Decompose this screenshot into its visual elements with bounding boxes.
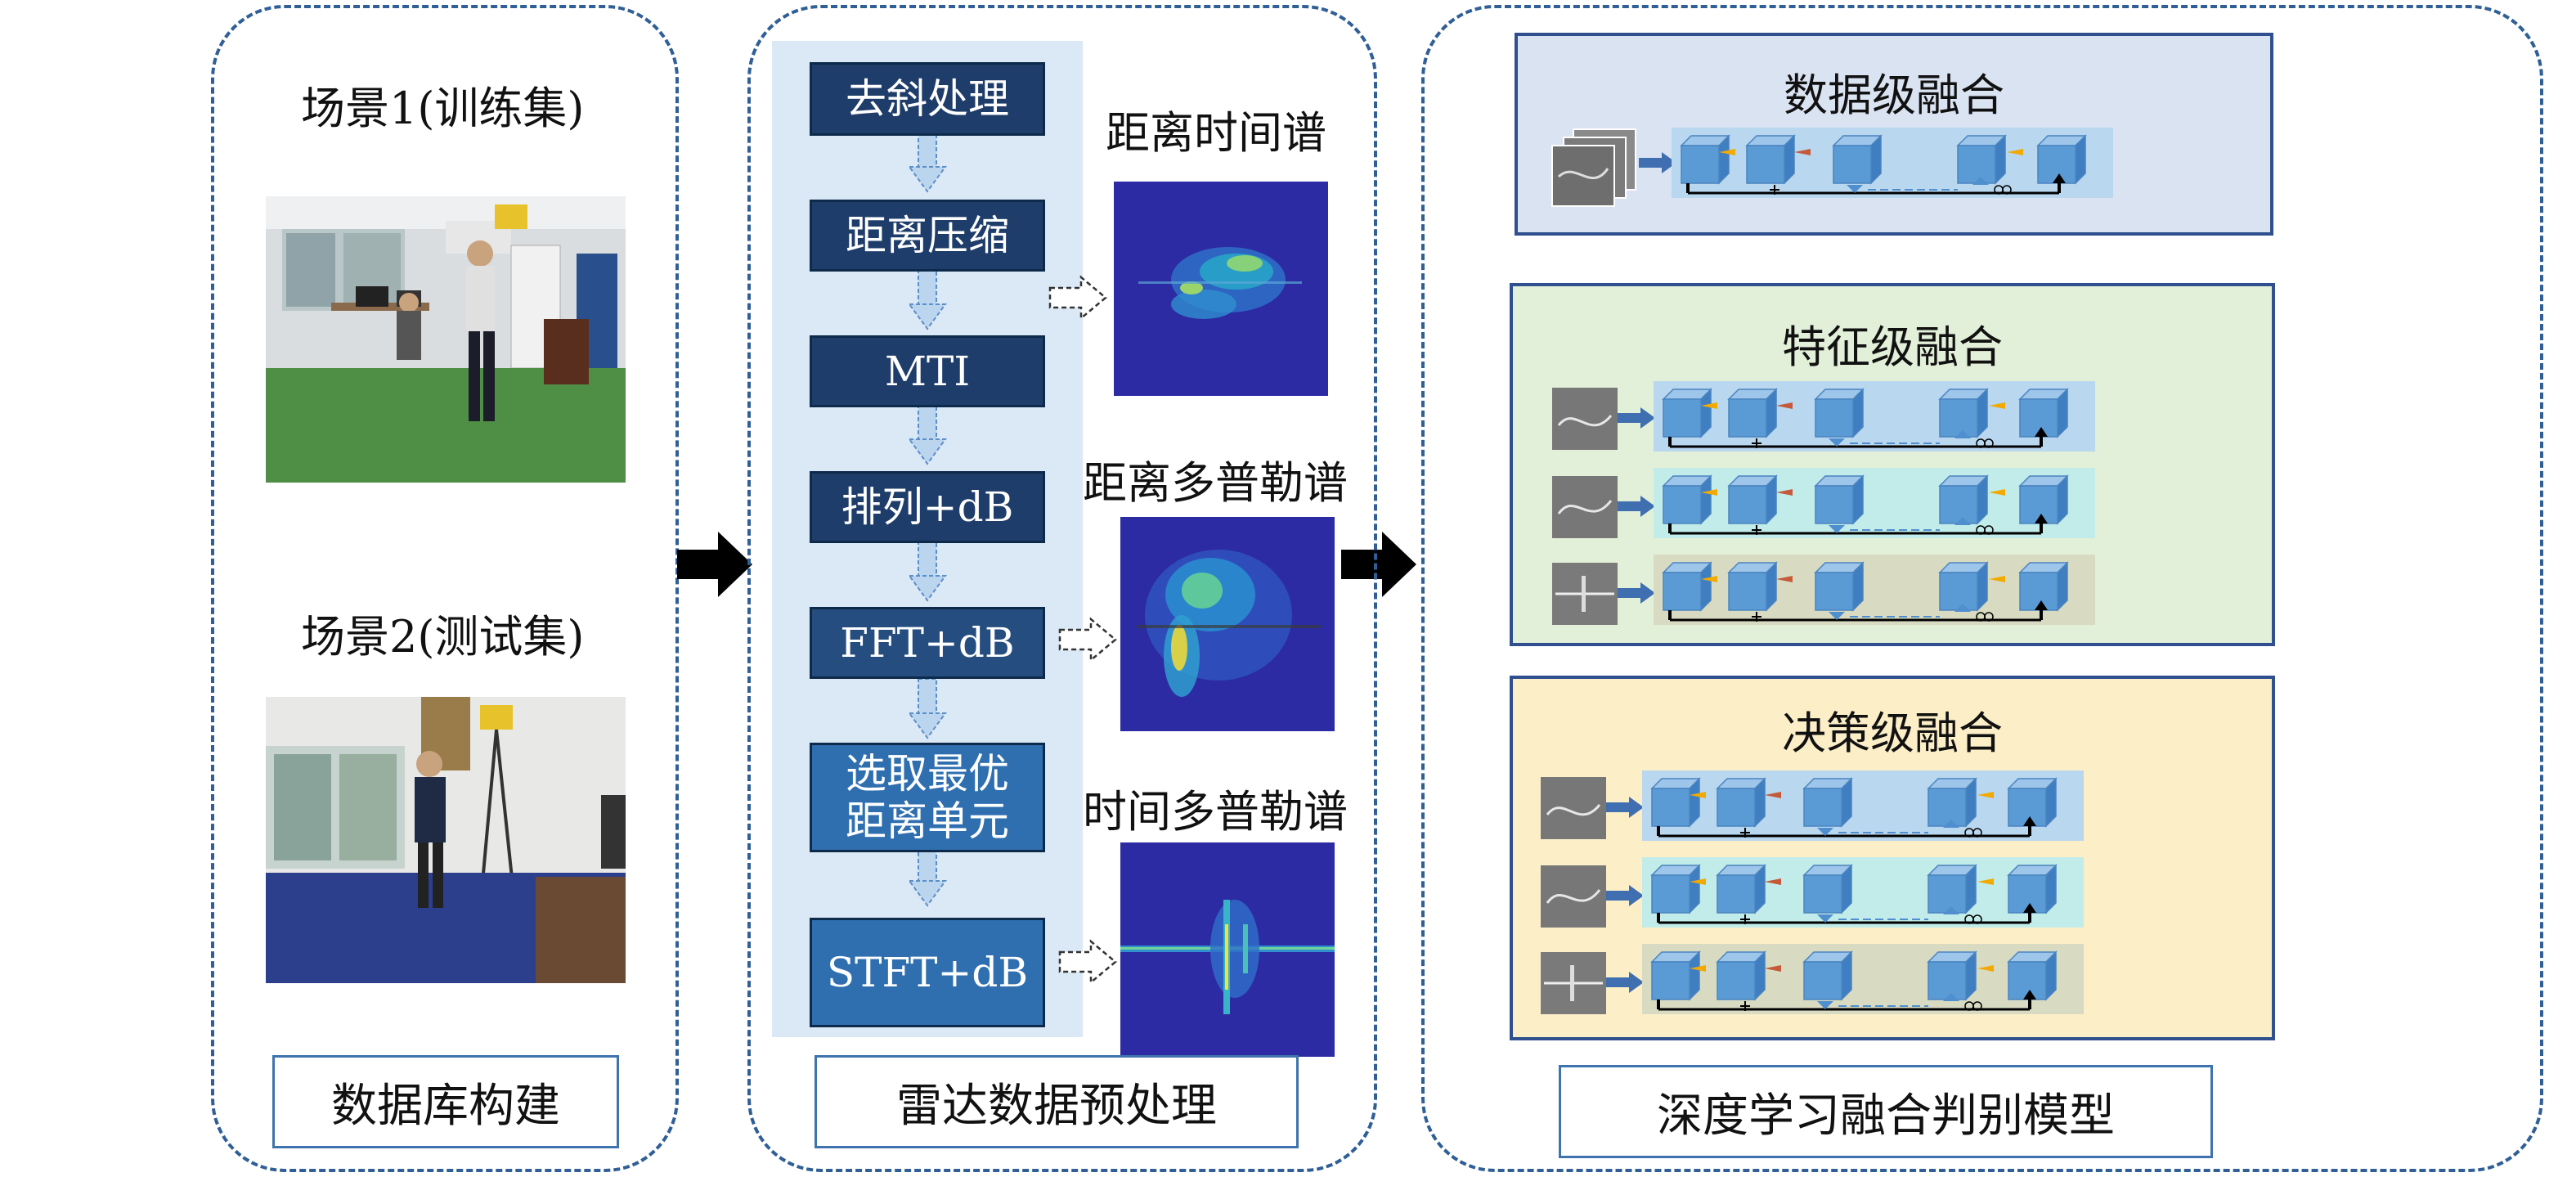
data-level-fusion-title: 数据级融合 xyxy=(1784,70,2004,121)
input-thumbnail xyxy=(1541,952,1606,1014)
flow-down-arrow-icon xyxy=(909,846,946,906)
flow-down-arrow-icon xyxy=(909,132,946,192)
block-right-arrow-icon xyxy=(1618,407,1655,429)
feature-level-fusion: 特征级融合 xyxy=(1510,283,2275,646)
flow-down-arrow-icon xyxy=(909,678,946,739)
range-doppler-spectrum-title: 距离多普勒谱 xyxy=(1083,457,1348,509)
time-doppler-spectrum-image xyxy=(1120,842,1335,1057)
block-right-arrow-icon xyxy=(1606,797,1644,818)
network-row xyxy=(1642,944,2084,1018)
dashed-right-arrow-icon xyxy=(1058,617,1117,663)
step-select-range-bin: 选取最优 距离单元 xyxy=(810,743,1045,852)
block-right-arrow-icon xyxy=(1618,496,1655,517)
step-range-compression: 距离压缩 xyxy=(810,200,1045,272)
decision-level-fusion-title: 决策级融合 xyxy=(1782,708,2003,759)
fusion-panel xyxy=(1421,5,2543,1172)
scene1-photo xyxy=(266,196,626,483)
input-thumbnail xyxy=(1552,563,1618,625)
range-time-spectrum-title: 距离时间谱 xyxy=(1106,107,1326,159)
time-doppler-spectrum-title: 时间多普勒谱 xyxy=(1083,786,1348,838)
decision-level-fusion: 决策级融合 xyxy=(1510,676,2275,1040)
scene2-label: 场景2(测试集) xyxy=(301,611,585,663)
data-level-fusion: 数据级融合 xyxy=(1515,33,2273,236)
flow-down-arrow-icon xyxy=(909,269,946,330)
scene1-label: 场景1(训练集) xyxy=(301,83,585,134)
block-right-arrow-icon xyxy=(1341,532,1416,597)
flow-down-arrow-icon xyxy=(909,404,946,465)
input-thumbnail xyxy=(1552,388,1618,450)
block-right-arrow-icon xyxy=(1639,152,1676,173)
block-right-arrow-icon xyxy=(677,532,752,597)
block-right-arrow-icon xyxy=(1606,972,1644,993)
block-right-arrow-icon xyxy=(1606,885,1644,906)
input-thumbnail xyxy=(1541,865,1606,928)
preprocessing-caption: 雷达数据预处理 xyxy=(815,1055,1299,1148)
range-time-spectrum-image xyxy=(1114,182,1328,396)
input-thumbnail xyxy=(1541,777,1606,839)
step-mti: MTI xyxy=(810,335,1045,407)
step-arrange-db: 排列+dB xyxy=(810,471,1045,543)
step-fft-db: FFT+dB xyxy=(810,607,1045,679)
stacked-input-images xyxy=(1551,128,1636,207)
feature-level-fusion-title: 特征级融合 xyxy=(1782,321,2003,373)
dashed-right-arrow-icon xyxy=(1058,939,1117,985)
dashed-right-arrow-icon xyxy=(1048,275,1107,321)
step-stft-db: STFT+dB xyxy=(810,918,1045,1027)
network-row xyxy=(1642,770,2084,844)
database-panel xyxy=(211,5,679,1172)
preprocessing-panel xyxy=(747,5,1377,1172)
scene2-photo xyxy=(266,697,626,983)
fusion-caption: 深度学习融合判别模型 xyxy=(1559,1065,2213,1158)
network-row xyxy=(1672,128,2113,201)
input-thumbnail xyxy=(1552,476,1618,538)
range-doppler-spectrum-image xyxy=(1120,517,1335,731)
network-row xyxy=(1654,555,2095,628)
database-caption: 数据库构建 xyxy=(272,1055,619,1148)
step-dechirp: 去斜处理 xyxy=(810,62,1045,136)
network-row xyxy=(1654,468,2095,541)
block-right-arrow-icon xyxy=(1618,582,1655,604)
network-row xyxy=(1654,381,2095,455)
flow-down-arrow-icon xyxy=(909,541,946,601)
network-row xyxy=(1642,857,2084,931)
